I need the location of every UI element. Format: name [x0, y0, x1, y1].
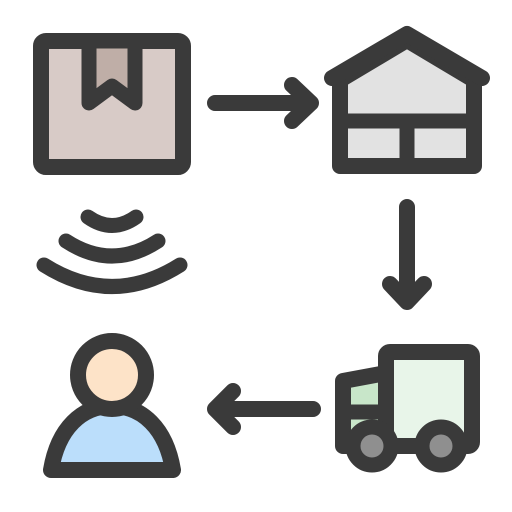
warehouse-shelves [340, 113, 474, 166]
arrow-right-icon [207, 77, 319, 129]
customer-person-icon [43, 333, 181, 478]
person-head [70, 333, 154, 417]
tracking-signal-icon [36, 209, 188, 294]
package-box-icon [33, 33, 191, 175]
arrow-down-icon [382, 199, 432, 310]
warehouse-roof [324, 26, 490, 86]
truck-wheel-rear [345, 419, 399, 473]
box-tape [81, 33, 143, 111]
truck-wheel-front [414, 419, 468, 473]
arrow-left-icon [207, 383, 321, 435]
delivery-truck-icon [335, 344, 480, 473]
warehouse-icon [324, 26, 490, 174]
